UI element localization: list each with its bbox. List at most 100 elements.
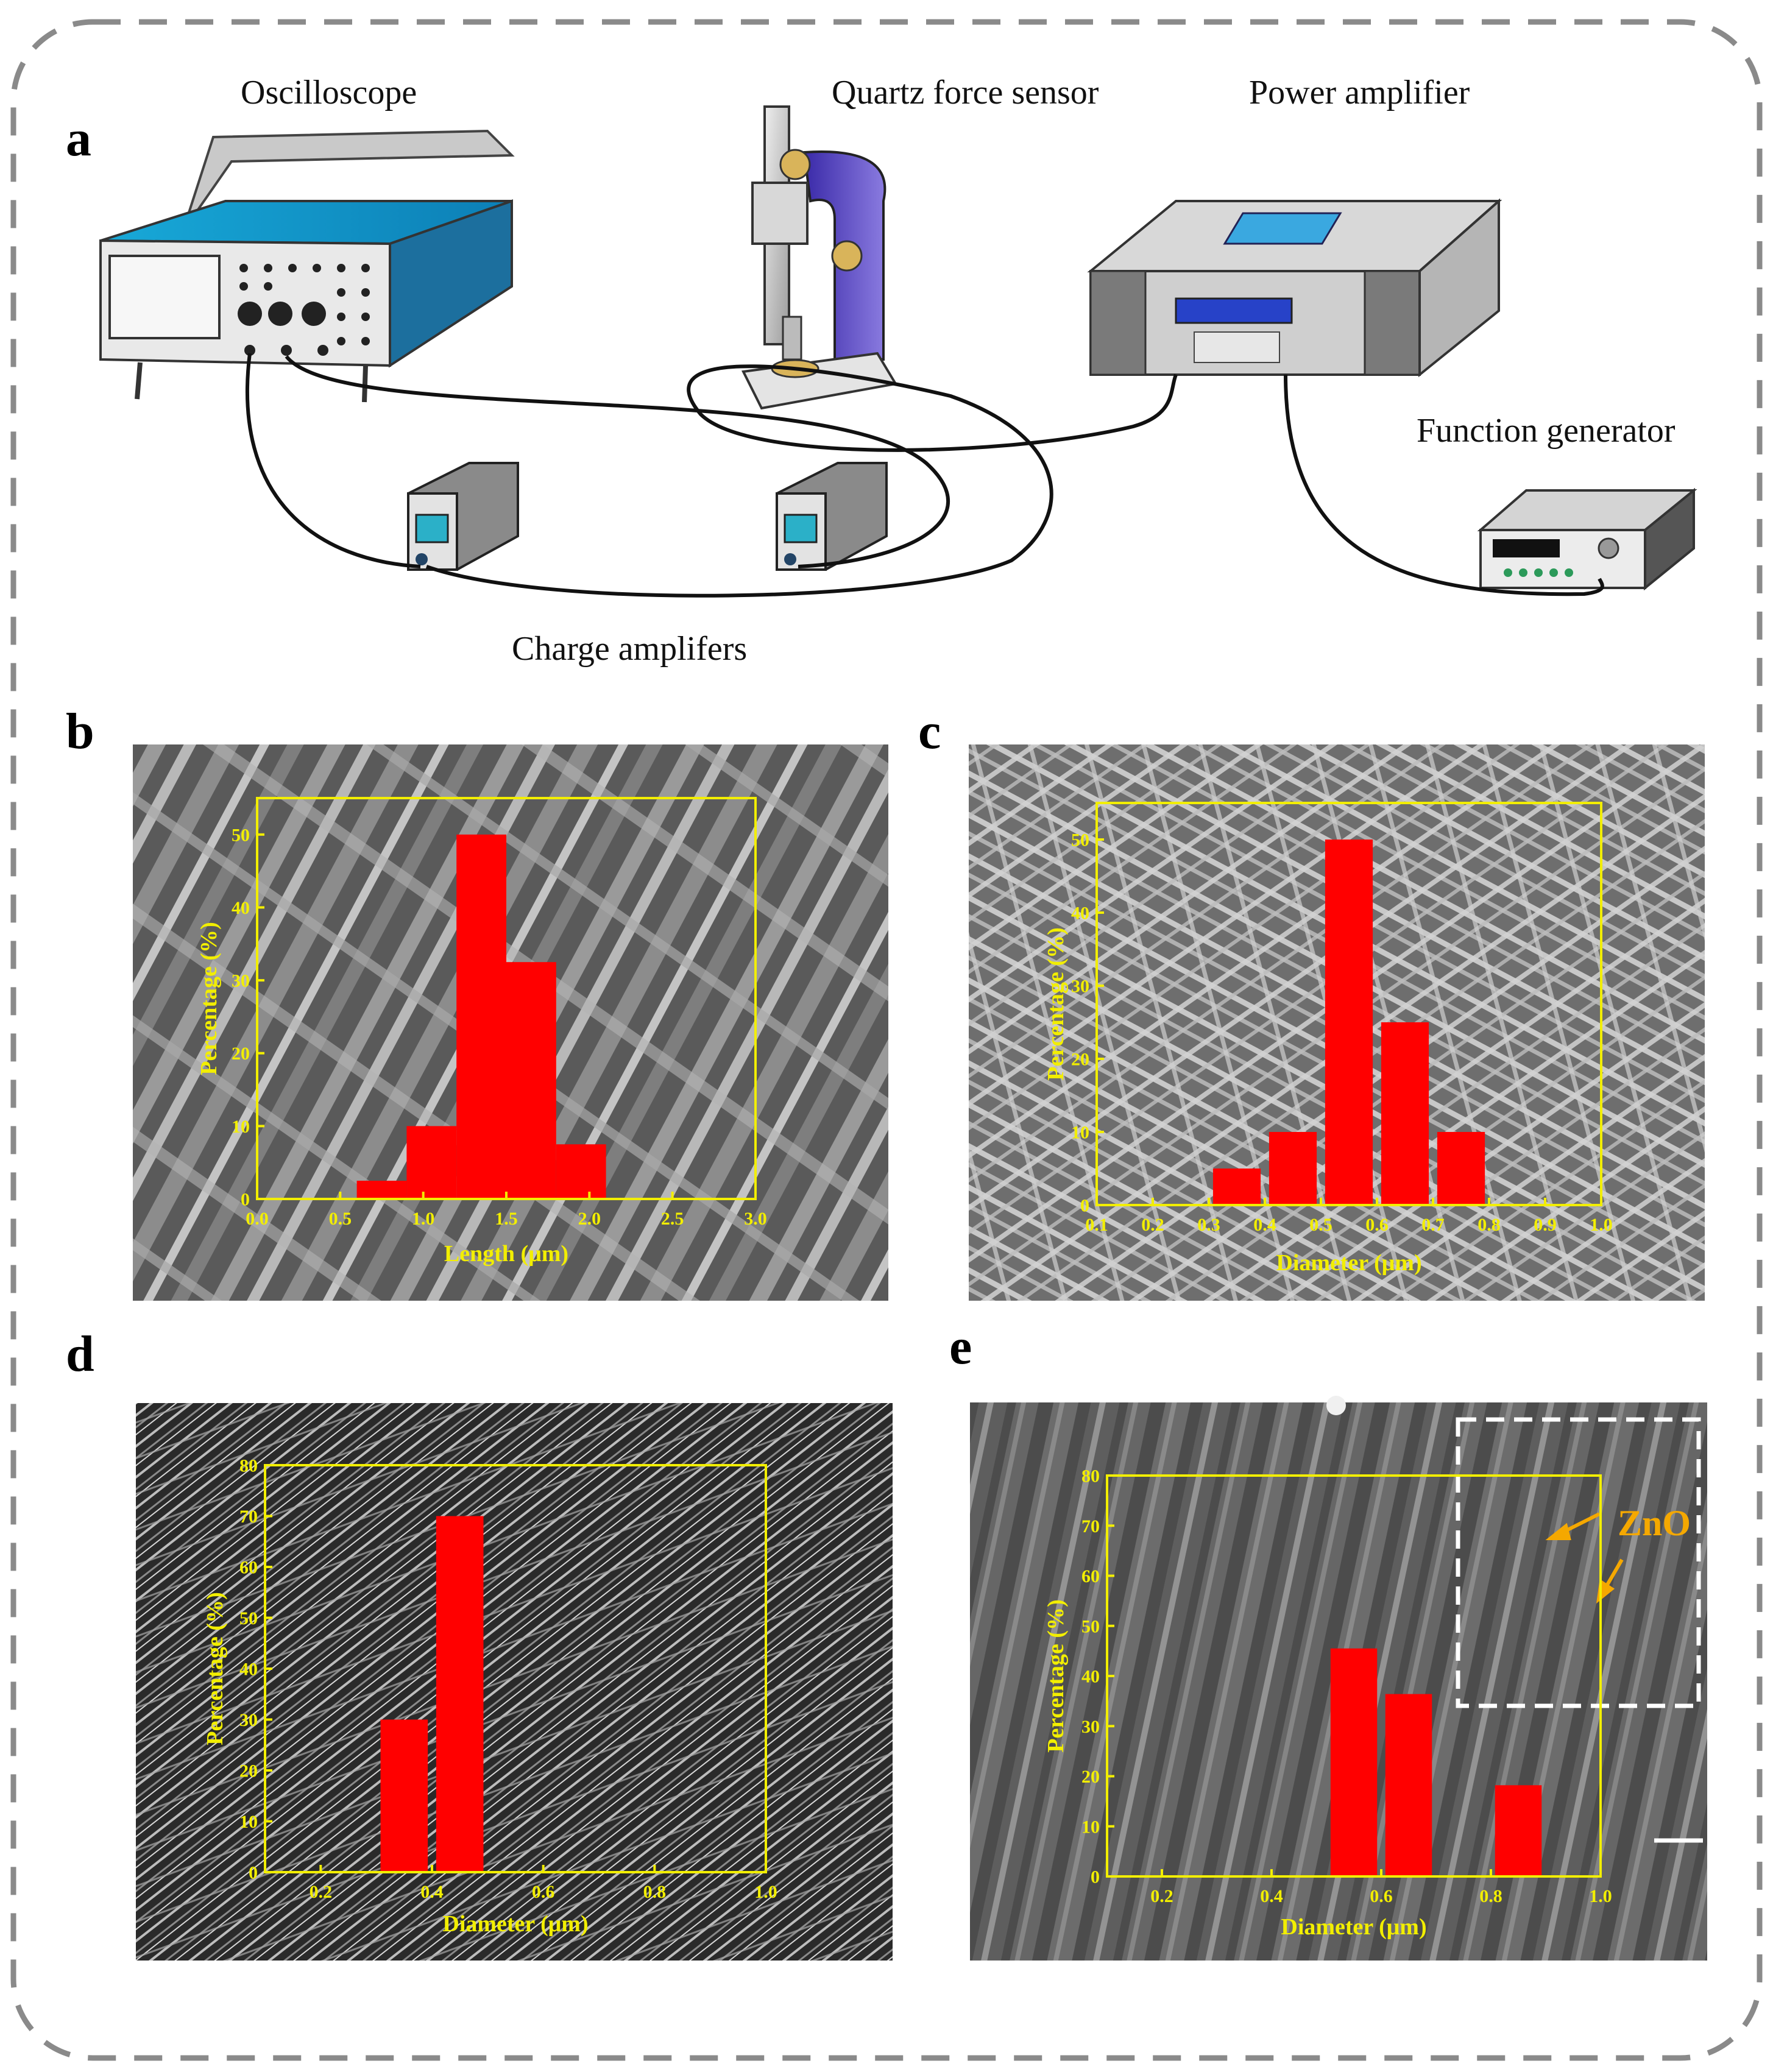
x-axis-label: Length (μm): [444, 1241, 568, 1267]
y-tick-label: 50: [232, 825, 250, 845]
bar: [1385, 1694, 1432, 1876]
x-tick-label: 0.5: [329, 1209, 352, 1229]
x-axis-label: Diameter (μm): [1276, 1250, 1421, 1276]
x-axis-label: Diameter (μm): [1281, 1914, 1426, 1940]
y-axis-label: Percentage (%): [1043, 1599, 1069, 1752]
y-tick-label: 40: [232, 898, 250, 918]
panel-label-b: b: [66, 703, 94, 760]
force-sensor-label: Quartz force sensor: [832, 74, 1099, 111]
y-tick-label: 40: [1081, 1667, 1100, 1687]
y-tick-label: 20: [1071, 1050, 1089, 1070]
function-generator-device: [1477, 487, 1697, 591]
power-amplifier-device: [1087, 198, 1502, 378]
bar: [1437, 1132, 1485, 1205]
bar: [1325, 840, 1373, 1205]
y-tick-label: 30: [1081, 1717, 1100, 1737]
y-axis-label: Percentage (%): [202, 1592, 228, 1745]
y-tick-label: 10: [232, 1117, 250, 1137]
y-tick-label: 20: [232, 1044, 250, 1064]
panel-label-a: a: [66, 110, 91, 167]
y-tick-label: 60: [1081, 1566, 1100, 1586]
x-tick-label: 1.5: [495, 1209, 518, 1229]
x-tick-label: 0.9: [1534, 1215, 1557, 1235]
y-tick-label: 20: [1081, 1767, 1100, 1787]
y-tick-label: 50: [1071, 830, 1089, 850]
x-tick-label: 0.2: [310, 1882, 333, 1902]
y-tick-label: 20: [239, 1761, 258, 1781]
x-tick-label: 1.0: [412, 1209, 435, 1229]
oscilloscope-screen: [108, 255, 221, 339]
outer-dashed-frame: [10, 19, 1763, 2061]
bar: [406, 1126, 457, 1199]
bar: [380, 1719, 428, 1872]
x-axis-label: Diameter (μm): [442, 1911, 588, 1937]
setup-cables: [245, 353, 1604, 598]
y-tick-label: 50: [1081, 1616, 1100, 1636]
x-tick-label: 1.0: [754, 1882, 777, 1902]
y-tick-label: 80: [239, 1456, 258, 1476]
bar: [1269, 1132, 1317, 1205]
bar: [1381, 1022, 1429, 1205]
plot-frame: [1095, 802, 1602, 1206]
charge-amplifiers-label: Charge amplifers: [512, 630, 747, 668]
quartz-force-sensor-device: [741, 105, 898, 410]
oscilloscope-label: Oscilloscope: [241, 74, 417, 111]
oscilloscope-knobs: [238, 264, 370, 356]
zno-inset-box: [1456, 1417, 1701, 1708]
y-tick-label: 10: [239, 1812, 258, 1832]
bar: [1212, 1169, 1261, 1205]
x-tick-label: 0.2: [1141, 1215, 1164, 1235]
y-tick-label: 30: [239, 1710, 258, 1730]
y-tick-label: 40: [239, 1660, 258, 1680]
sem-e-particle: [1326, 1396, 1346, 1415]
x-tick-label: 0.6: [532, 1882, 555, 1902]
y-tick-label: 0: [1080, 1196, 1089, 1216]
y-tick-label: 10: [1071, 1123, 1089, 1143]
x-tick-label: 0.4: [1253, 1215, 1276, 1235]
x-tick-label: 0.1: [1085, 1215, 1108, 1235]
x-tick-label: 0.6: [1365, 1215, 1389, 1235]
y-tick-label: 30: [232, 971, 250, 991]
x-tick-label: 1.0: [1589, 1886, 1612, 1906]
x-tick-label: 2.0: [578, 1209, 601, 1229]
bar: [456, 834, 506, 1199]
panel-label-e: e: [949, 1318, 972, 1375]
oscilloscope-device: [99, 129, 515, 403]
x-tick-label: 2.5: [661, 1209, 684, 1229]
x-tick-label: 3.0: [744, 1209, 767, 1229]
panel-label-d: d: [66, 1326, 94, 1382]
x-tick-label: 0.5: [1309, 1215, 1332, 1235]
y-tick-label: 60: [239, 1558, 258, 1578]
bar: [556, 1144, 606, 1199]
bar: [356, 1181, 407, 1199]
y-axis-label: Percentage (%): [196, 922, 222, 1075]
function-generator-label: Function generator: [1417, 412, 1676, 450]
x-tick-label: 1.0: [1590, 1215, 1613, 1235]
y-tick-label: 70: [1081, 1516, 1100, 1536]
bar: [1495, 1785, 1542, 1876]
y-tick-label: 0: [1091, 1867, 1100, 1887]
charge-amplifier-left: [407, 462, 519, 571]
panel-a: a Oscilloscope Quartz force sensor Power…: [66, 74, 1697, 668]
x-tick-label: 0.6: [1370, 1886, 1393, 1906]
power-amplifier-label: Power amplifier: [1249, 74, 1470, 111]
x-tick-label: 0.0: [246, 1209, 269, 1229]
y-tick-label: 50: [239, 1608, 258, 1628]
y-axis-label: Percentage (%): [1043, 927, 1069, 1080]
y-tick-label: 40: [1071, 903, 1089, 924]
x-tick-label: 0.7: [1421, 1215, 1445, 1235]
y-tick-label: 30: [1071, 977, 1089, 997]
x-tick-label: 0.8: [1479, 1886, 1502, 1906]
zno-label: ZnO: [1618, 1503, 1691, 1543]
x-tick-label: 0.4: [420, 1882, 444, 1902]
y-tick-label: 80: [1081, 1466, 1100, 1487]
y-tick-label: 0: [249, 1863, 258, 1883]
bar: [506, 962, 556, 1199]
y-tick-label: 0: [241, 1190, 250, 1210]
x-tick-label: 0.8: [1477, 1215, 1501, 1235]
bar: [436, 1516, 484, 1872]
x-tick-label: 0.3: [1197, 1215, 1220, 1235]
